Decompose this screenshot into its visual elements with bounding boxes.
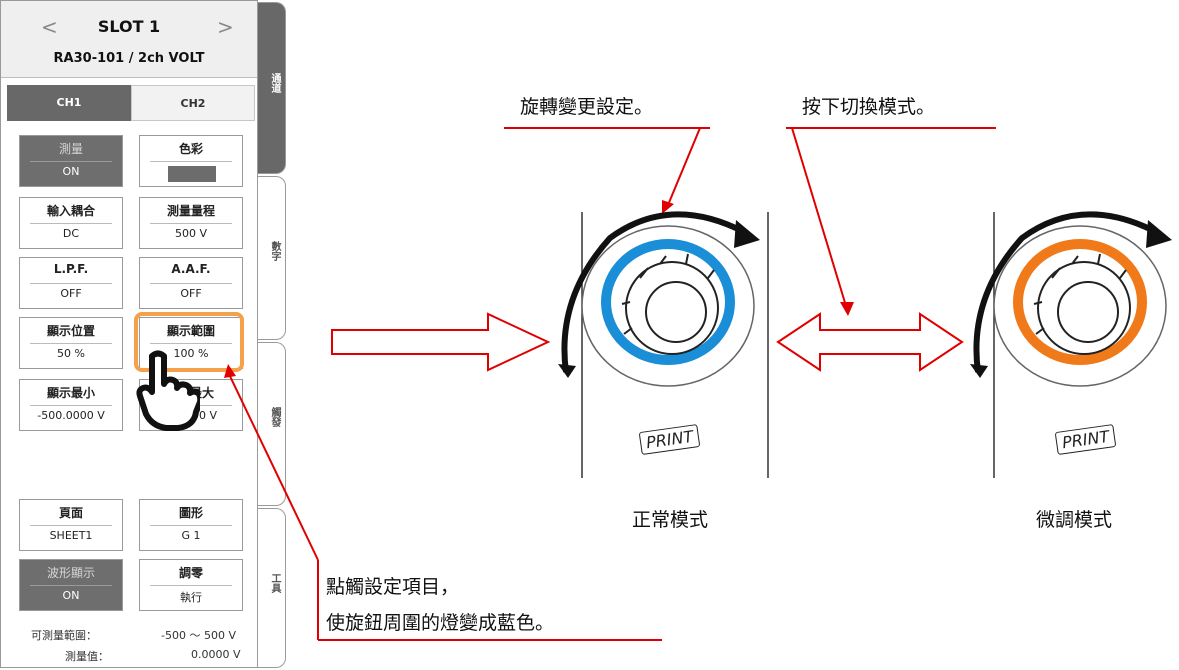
knob-fine-mode <box>970 211 1172 387</box>
hand-pointer-icon <box>136 350 200 431</box>
side-tab-trigger-label: 觸發 <box>269 407 280 427</box>
graph-value: G 1 <box>181 529 201 542</box>
side-tab-numeric[interactable]: 數字 <box>258 176 286 340</box>
range-title: 測量量程 <box>166 204 215 218</box>
tab-ch2[interactable]: CH2 <box>131 85 255 121</box>
span-value: 100 % <box>173 347 209 360</box>
slot-title: SLOT 1 <box>97 17 161 36</box>
side-tab-tools-label: 工具 <box>269 573 280 593</box>
measure-button[interactable]: 測量 ON <box>19 135 123 187</box>
color-button[interactable]: 色彩 <box>139 135 243 187</box>
position-title: 顯示位置 <box>46 324 95 338</box>
aaf-title: A.A.F. <box>171 262 211 276</box>
selected-item-highlight <box>134 312 244 372</box>
slot-subtitle: RA30-101 / 2ch VOLT <box>53 51 205 66</box>
color-title: 色彩 <box>178 142 203 156</box>
lpf-title: L.P.F. <box>53 262 89 276</box>
caption-rotate: 旋轉變更設定。 <box>520 96 654 118</box>
page-title-label: 頁面 <box>58 506 83 520</box>
wave-value: ON <box>62 589 80 602</box>
dispmin-value: -500.0000 V <box>37 409 105 422</box>
range-value: 500 V <box>174 227 208 240</box>
waveform-display-button[interactable]: 波形顯示 ON <box>19 559 123 611</box>
coupling-title: 輸入耦合 <box>46 204 95 218</box>
caption-press: 按下切換模式。 <box>802 96 936 118</box>
position-value: 50 % <box>57 347 85 360</box>
label-fine-mode: 微調模式 <box>1036 509 1113 531</box>
range-label: 可測量範圍： <box>31 629 97 642</box>
color-swatch <box>168 166 216 182</box>
caption-touch-line2: 使旋鈕周圍的燈變成藍色。 <box>326 612 555 634</box>
measure-value: ON <box>62 165 80 178</box>
input-coupling-button[interactable]: 輸入耦合 DC <box>19 197 123 249</box>
side-tab-numeric-label: 數字 <box>269 241 280 261</box>
measure-title: 測量 <box>58 142 83 156</box>
page-value: SHEET1 <box>49 529 93 542</box>
side-tab-channel-label: 通道 <box>269 73 280 93</box>
side-tab-tools[interactable]: 工具 <box>258 508 286 668</box>
wave-title: 波形顯示 <box>46 566 95 580</box>
zero-title: 調零 <box>178 566 203 580</box>
measured-value-label: 測量值： <box>65 650 109 663</box>
aaf-value: OFF <box>180 287 202 300</box>
prev-slot-button[interactable]: < <box>41 15 58 39</box>
graph-button[interactable]: 圖形 G 1 <box>139 499 243 551</box>
knob-normal-mode <box>558 211 760 387</box>
device-panel: < > SLOT 1 RA30-101 / 2ch VOLT CH1 CH2 測… <box>0 0 258 668</box>
coupling-value: DC <box>62 227 80 240</box>
side-tab-trigger[interactable]: 觸發 <box>258 342 286 506</box>
measurement-range-button[interactable]: 測量量程 500 V <box>139 197 243 249</box>
display-min-button[interactable]: 顯示最小 -500.0000 V <box>19 379 123 431</box>
lpf-button[interactable]: L.P.F. OFF <box>19 257 123 309</box>
next-slot-button[interactable]: > <box>217 15 234 39</box>
label-normal-mode: 正常模式 <box>632 509 709 531</box>
dispmin-title: 顯示最小 <box>46 386 95 400</box>
range-value: -500 ～ 500 V <box>161 629 236 642</box>
slot-header <box>1 1 257 78</box>
zero-value: 執行 <box>180 591 202 604</box>
side-tab-channel[interactable]: 通道 <box>258 2 286 174</box>
display-position-button[interactable]: 顯示位置 50 % <box>19 317 123 369</box>
graph-title: 圖形 <box>178 506 203 520</box>
zero-adjust-button[interactable]: 調零 執行 <box>139 559 243 611</box>
lpf-value: OFF <box>60 287 82 300</box>
caption-touch-line1: 點觸設定項目， <box>326 576 460 598</box>
measured-value: 0.0000 V <box>191 648 241 661</box>
aaf-button[interactable]: A.A.F. OFF <box>139 257 243 309</box>
page-button[interactable]: 頁面 SHEET1 <box>19 499 123 551</box>
span-title: 顯示範圍 <box>166 324 215 338</box>
tab-ch1[interactable]: CH1 <box>7 85 131 121</box>
